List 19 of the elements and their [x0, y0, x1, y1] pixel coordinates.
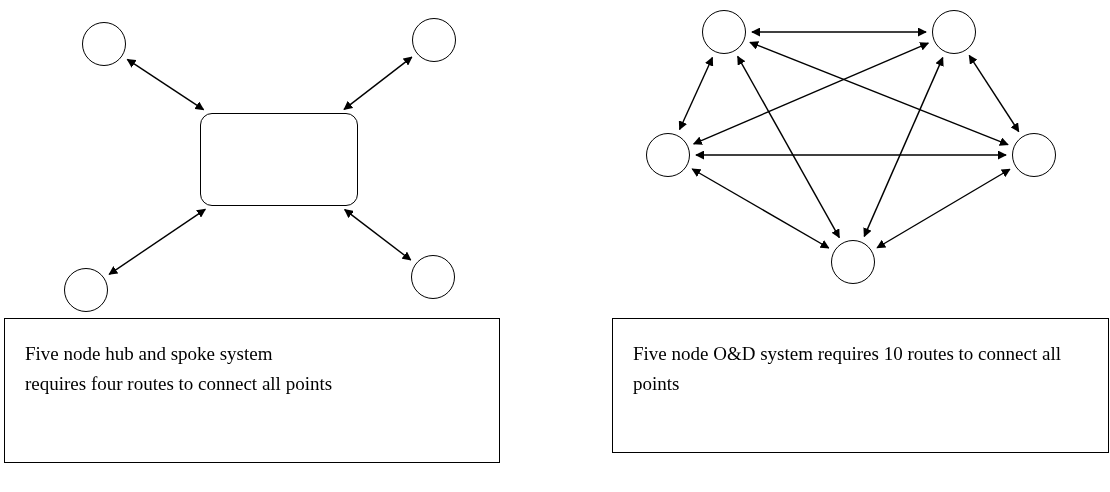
double-arrow [737, 55, 840, 239]
double-arrow [968, 54, 1020, 133]
caption-box [612, 318, 1109, 453]
double-arrow [695, 150, 1007, 160]
double-arrow [692, 42, 930, 145]
double-arrow [751, 27, 927, 37]
double-arrow [108, 208, 206, 275]
hub-box [200, 113, 358, 206]
double-arrow [876, 168, 1011, 249]
double-arrow [126, 58, 205, 111]
double-arrow [749, 41, 1009, 146]
double-arrow [344, 208, 412, 261]
double-arrow [678, 56, 714, 131]
caption-text: Five node O&D system requires 10 routes to connect all points [633, 342, 1062, 396]
double-arrow [691, 168, 830, 249]
double-arrow [343, 56, 413, 111]
caption-text: Five node hub and spoke system requires four routes to connect all points [25, 342, 334, 396]
double-arrow [863, 56, 944, 238]
caption-box [4, 318, 500, 463]
